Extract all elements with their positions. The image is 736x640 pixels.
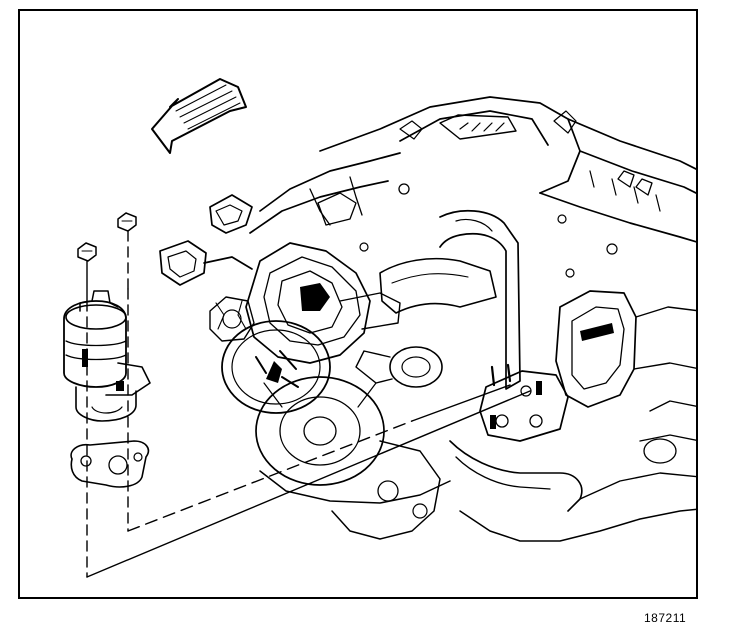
- nut-right: [117, 212, 137, 232]
- engine-block: [159, 96, 696, 542]
- figure-id-label: 187211: [644, 611, 687, 625]
- direction-arrow-icon: [151, 78, 247, 154]
- nut-left: [77, 242, 97, 262]
- egr-valve: [63, 290, 151, 422]
- egr-gasket: [70, 440, 150, 488]
- engine-diagram: [63, 78, 696, 578]
- illustration-frame: [18, 9, 698, 599]
